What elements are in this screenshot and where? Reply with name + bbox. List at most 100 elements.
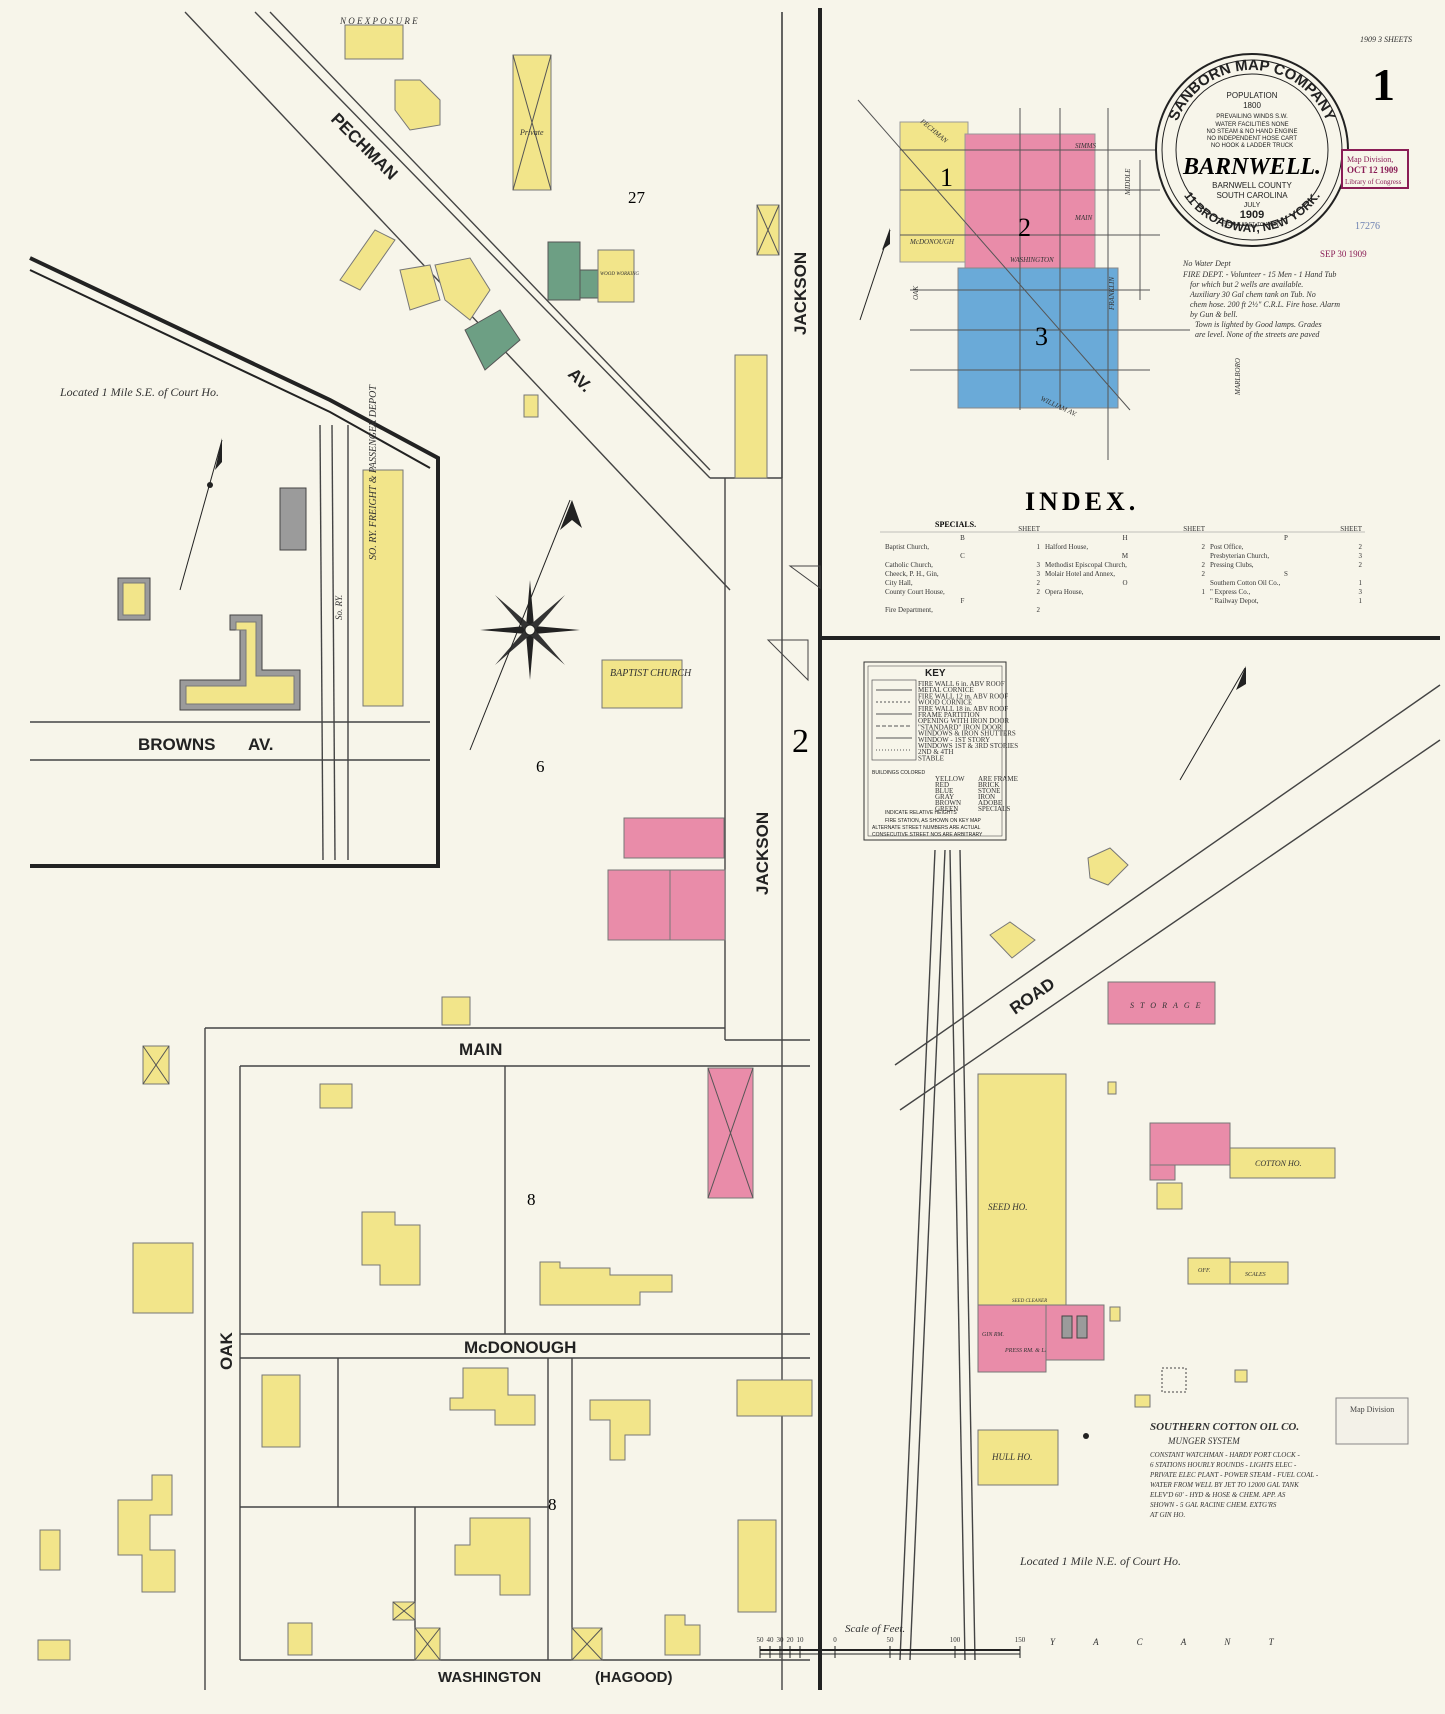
seed-cleaner-label: SEED CLEANER <box>1012 1299 1047 1304</box>
index-letter: M <box>1122 552 1129 560</box>
frame-building <box>1107 1081 1117 1095</box>
scales-building <box>1229 1261 1289 1285</box>
index-sheet-number: 1 <box>1359 597 1363 605</box>
brick-building <box>1149 1164 1176 1181</box>
dwelling <box>287 1622 313 1656</box>
north-arrow-inset <box>179 439 223 591</box>
svg-text:MIDDLE: MIDDLE <box>1124 168 1132 196</box>
building-x <box>571 1627 603 1661</box>
outbuilding <box>441 996 471 1026</box>
svg-text:McDONOUGH: McDONOUGH <box>909 238 955 246</box>
depot-label: SO. RY. FREIGHT & PASSENGER DEPOT <box>368 384 379 560</box>
building-x <box>414 1627 441 1661</box>
svg-text:1800: 1800 <box>1243 101 1261 110</box>
southern-cotton-oil-notes: SOUTHERN COTTON OIL CO. MUNGER SYSTEM CO… <box>1149 1421 1319 1519</box>
legend-line: FRAME PARTITION <box>918 711 980 719</box>
boiler <box>1076 1315 1088 1339</box>
svg-text:FIRE DEPT. - Volunteer - 15 Me: FIRE DEPT. - Volunteer - 15 Men - 1 Hand… <box>1182 270 1336 279</box>
index-sheet-number: 2 <box>1037 588 1041 596</box>
legend-color-material: ARE FRAME <box>978 775 1018 783</box>
index-entry: Pressing Clubs, <box>1210 561 1254 569</box>
dwelling <box>434 257 491 321</box>
svg-text:ELEV'D 60' - HYD & HOSE & CHEM: ELEV'D 60' - HYD & HOSE & CHEM. APP. AS <box>1149 1491 1286 1499</box>
press-room <box>977 1304 1047 1373</box>
road-label: ROAD <box>1006 974 1058 1018</box>
railway-track <box>319 424 324 861</box>
legend-line: WINDOWS & IRON SHUTTERS <box>918 730 1016 738</box>
brick-building <box>669 869 726 941</box>
block-number-8: 8 <box>527 1190 536 1209</box>
legend-color-name: RED <box>935 781 949 789</box>
accession-number: 17276 <box>1355 221 1380 232</box>
svg-text:SIMMS: SIMMS <box>1075 142 1096 150</box>
frame-building <box>1156 1182 1183 1210</box>
browns-av-label: BROWNS <box>138 735 215 754</box>
svg-text:WATER FROM WELL BY JET TO 1200: WATER FROM WELL BY JET TO 12000 GAL TANK <box>1150 1481 1299 1489</box>
index-sheet-number: 2 <box>1202 570 1206 578</box>
section-wedge <box>788 565 821 589</box>
scales-label: SCALES <box>1245 1272 1266 1278</box>
dwelling <box>539 1261 673 1306</box>
svg-text:SOUTH CAROLINA: SOUTH CAROLINA <box>1216 191 1288 200</box>
dwelling <box>449 1367 536 1426</box>
svg-text:by Gun & bell.: by Gun & bell. <box>1190 310 1238 319</box>
svg-text:MAIN: MAIN <box>1074 214 1092 222</box>
svg-text:SOUTHERN COTTON OIL CO.: SOUTHERN COTTON OIL CO. <box>1150 1421 1299 1433</box>
railway-track <box>949 849 966 1661</box>
svg-text:NO STEAM & NO HAND ENGINE: NO STEAM & NO HAND ENGINE <box>1206 129 1297 135</box>
legend-color-material: ADOBE <box>978 799 1002 807</box>
dwelling <box>737 1519 777 1613</box>
frame-building <box>1134 1394 1151 1408</box>
well <box>1083 1433 1089 1439</box>
road-edge <box>899 739 1441 1111</box>
index-sheet-number: 2 <box>1359 543 1363 551</box>
svg-text:Scale of Feet.: Scale of Feet. <box>845 1623 905 1635</box>
received-stamp: SEP 30 1909 <box>1320 249 1367 259</box>
scale-tick-label: 150 <box>1015 1636 1026 1644</box>
sheet-number: 1 <box>1372 59 1395 110</box>
index-entry: City Hall, <box>885 579 913 587</box>
svg-text:Auxiliary 30 Gal chem tank on: Auxiliary 30 Gal chem tank on Tub. No <box>1189 290 1316 299</box>
pechman-av-edge <box>254 11 711 479</box>
hull-house-label: HULL HO. <box>991 1452 1032 1462</box>
scale-tick-label: 50 <box>757 1636 765 1644</box>
svg-text:NO INDEPENDENT HOSE CART: NO INDEPENDENT HOSE CART <box>1207 136 1297 142</box>
legend-color-material: IRON <box>978 793 995 801</box>
svg-text:chem hose. 200 ft 2½" C.R.L. F: chem hose. 200 ft 2½" C.R.L. Fire hose. … <box>1190 300 1340 309</box>
index-entry: Southern Cotton Oil Co., <box>1210 579 1280 587</box>
svg-text:WATER FACILITIES NONE: WATER FACILITIES NONE <box>1215 122 1288 128</box>
library-stamp: Map Division, OCT 12 1909 Library of Con… <box>1341 149 1409 189</box>
legend-color-name: BLUE <box>935 787 953 795</box>
svg-text:6 STATIONS HOURLY ROUNDS - LIG: 6 STATIONS HOURLY ROUNDS - LIGHTS ELEC - <box>1150 1461 1297 1469</box>
legend-color-name: BROWN <box>935 799 961 807</box>
index-sheet-number: 3 <box>1359 552 1363 560</box>
index-sheet-number: 3 <box>1037 570 1041 578</box>
index-entry: " Express Co., <box>1210 588 1250 596</box>
bottom-edge-note: Y A C A N T <box>1050 1637 1292 1647</box>
private-label: Private <box>519 128 544 137</box>
block-number-27: 27 <box>628 188 646 207</box>
legend-line: FIRE WALL 12 in. ABV ROOF <box>918 692 1008 700</box>
index-sheet-number: 2 <box>1037 579 1041 587</box>
vacant-inner <box>122 582 146 616</box>
index-letter: O <box>1122 579 1127 587</box>
svg-text:MUNGER SYSTEM: MUNGER SYSTEM <box>1167 1436 1240 1446</box>
inset-border-inner <box>29 269 431 469</box>
index-sheet-number: 2 <box>1202 561 1206 569</box>
index-sheet-number: 2 <box>1359 561 1363 569</box>
index-sheet-number: 3 <box>1037 561 1041 569</box>
dwelling <box>736 1379 813 1417</box>
so-ry-label: So. RY. <box>334 595 344 620</box>
svg-text:No Water Dept: No Water Dept <box>1182 259 1231 268</box>
legend-line: FIRE WALL 6 in. ABV ROOF <box>918 680 1005 688</box>
dwelling <box>523 394 539 418</box>
svg-text:FRANKLIN: FRANKLIN <box>1108 277 1116 311</box>
index-entry: Baptist Church, <box>885 543 929 551</box>
scale-tick-label: 20 <box>787 1636 795 1644</box>
sheets-note: 1909 3 SHEETS <box>1360 35 1412 44</box>
building-x <box>756 204 780 256</box>
legend-color-material: STONE <box>978 787 1000 795</box>
svg-text:WASHINGTON: WASHINGTON <box>1010 256 1054 264</box>
